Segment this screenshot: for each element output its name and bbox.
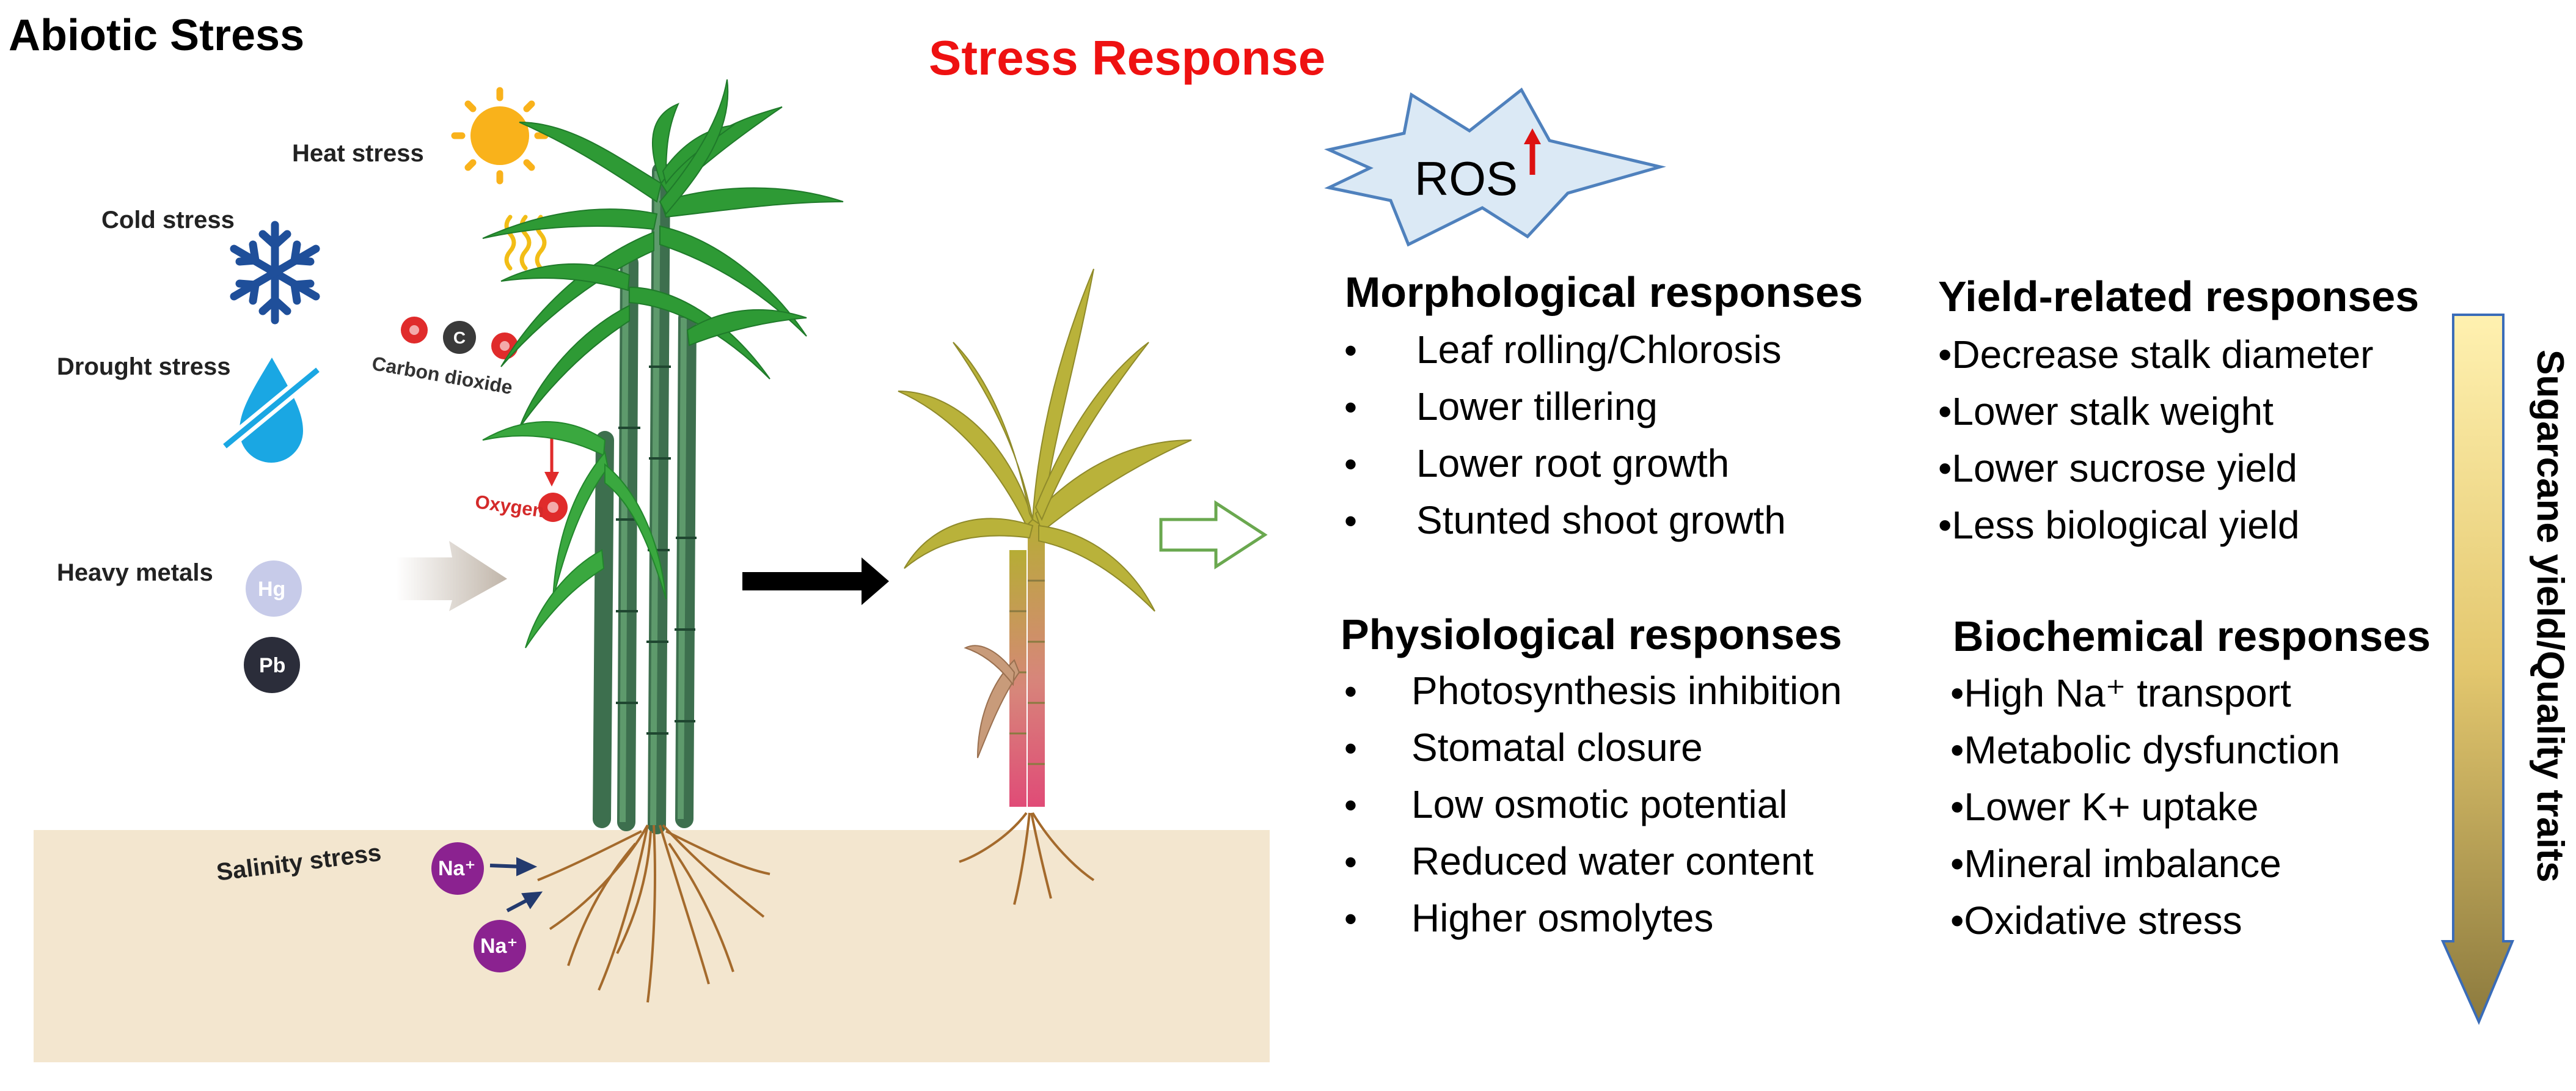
- lead-symbol: Pb: [259, 654, 286, 677]
- morphological-item-3: Lower root growth: [1416, 441, 1730, 485]
- physiological-item-1: Photosynthesis inhibition: [1411, 669, 1842, 713]
- morphological-bullet-3: •: [1344, 444, 1358, 485]
- physiological-item-4: Reduced water content: [1411, 839, 1814, 883]
- lead-icon: [244, 637, 300, 693]
- sodium-arrows: [489, 857, 543, 913]
- morphological-bullet-4: •: [1344, 501, 1358, 542]
- heat-stress-label: Heat stress: [292, 140, 424, 167]
- healthy-sugarcane: [482, 79, 844, 1003]
- morphological-item-1: Leaf rolling/Chlorosis: [1416, 328, 1782, 372]
- physiological-bullet-4: •: [1344, 842, 1358, 883]
- black-arrow-icon: [742, 557, 889, 605]
- sodium-ion-label-2: Na⁺: [480, 935, 518, 958]
- morphological-heading: Morphological responses: [1345, 268, 1863, 316]
- ros-up-arrow-icon: [1524, 128, 1541, 175]
- ros-label: ROS: [1414, 152, 1518, 205]
- sodium-ion-label-1: Na⁺: [438, 857, 476, 880]
- oxygen-atom-icon: [538, 493, 568, 522]
- yield-quality-traits-label: Sugarcane yield/Quality traits: [2529, 350, 2571, 883]
- morphological-bullet-2: •: [1344, 387, 1358, 428]
- grey-arrow: [396, 541, 507, 611]
- biochemical-item-3: •Lower K+ uptake: [1950, 785, 2259, 829]
- cold-stress-label: Cold stress: [101, 207, 235, 233]
- biochemical-item-2: •Metabolic dysfunction: [1950, 728, 2340, 772]
- mercury-icon: [246, 560, 302, 617]
- yield-related-heading: Yield-related responses: [1938, 273, 2420, 320]
- snowflake-icon: [230, 221, 320, 325]
- biochemical-item-4: •Mineral imbalance: [1950, 842, 2281, 886]
- drought-stress-label: Drought stress: [57, 353, 231, 380]
- no-water-drop-icon: [221, 358, 322, 463]
- physiological-bullet-1: •: [1344, 671, 1358, 712]
- ros-burst: [1324, 87, 1666, 247]
- biochemical-item-1: •High Na⁺ transport: [1950, 671, 2291, 715]
- morphological-bullet-1: •: [1344, 330, 1358, 371]
- morphological-item-2: Lower tillering: [1416, 384, 1658, 428]
- yield-related-item-1: •Decrease stalk diameter: [1938, 332, 2374, 377]
- mercury-symbol: Hg: [258, 578, 286, 601]
- stressed-sugarcane: [898, 268, 1192, 905]
- yield-related-item-3: •Lower sucrose yield: [1938, 446, 2297, 490]
- biochemical-heading: Biochemical responses: [1953, 612, 2431, 660]
- svg-text:C: C: [453, 328, 466, 347]
- gradient-down-arrow-icon: [2440, 314, 2514, 1026]
- physiological-item-5: Higher osmolytes: [1411, 896, 1714, 940]
- biochemical-item-5: •Oxidative stress: [1950, 898, 2242, 942]
- physiological-bullet-3: •: [1344, 785, 1358, 826]
- page-title: Abiotic Stress: [9, 11, 305, 60]
- physiological-item-3: Low osmotic potential: [1411, 782, 1788, 826]
- oxygen-arrowhead: [544, 472, 559, 487]
- yield-related-item-4: •Less biological yield: [1938, 503, 2300, 547]
- outline-arrow-icon: [1159, 500, 1268, 570]
- co2-molecule-icon: C: [401, 317, 518, 359]
- morphological-item-4: Stunted shoot growth: [1416, 498, 1786, 542]
- stress-response-title: Stress Response: [929, 31, 1326, 85]
- yield-related-item-2: •Lower stalk weight: [1938, 389, 2274, 433]
- physiological-bullet-5: •: [1344, 898, 1358, 939]
- physiological-item-2: Stomatal closure: [1411, 725, 1703, 770]
- sodium-ion-icon: [431, 842, 526, 972]
- physiological-bullet-2: •: [1344, 728, 1358, 769]
- sun-icon: [451, 87, 549, 185]
- physiological-heading: Physiological responses: [1341, 611, 1842, 658]
- heavy-metals-label: Heavy metals: [57, 559, 213, 586]
